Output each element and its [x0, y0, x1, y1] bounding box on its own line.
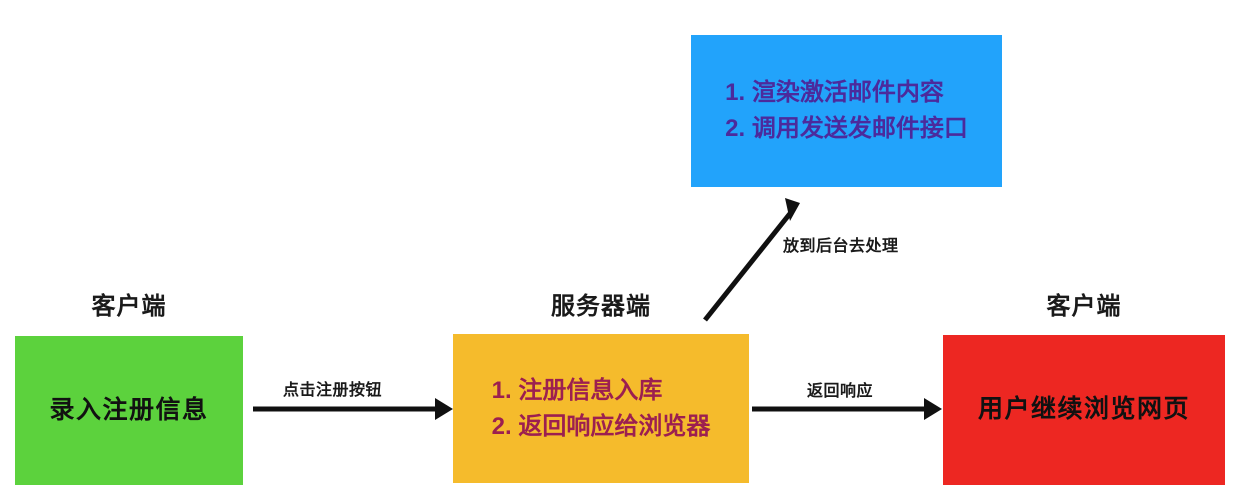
- arrow-click-register-icon: [253, 398, 453, 420]
- node-background-task-line-1: 1. 渲染激活邮件内容: [725, 79, 944, 106]
- node-background-task-lines: 1. 渲染激活邮件内容 2. 调用发送发邮件接口: [725, 75, 968, 147]
- heading-server: 服务器端: [551, 293, 651, 320]
- arrow-return-response-icon: [752, 398, 942, 420]
- node-client-result-label: 用户继续浏览网页: [977, 395, 1190, 424]
- node-background-task: 1. 渲染激活邮件内容 2. 调用发送发邮件接口: [691, 35, 1002, 187]
- edge-label-to-background: 放到后台去处理: [783, 238, 899, 255]
- node-server-process: 1. 注册信息入库 2. 返回响应给浏览器: [453, 334, 749, 483]
- node-client-input: 录入注册信息: [15, 336, 243, 485]
- node-background-task-line-2: 2. 调用发送发邮件接口: [725, 115, 968, 142]
- heading-client-right: 客户端: [1046, 293, 1122, 320]
- node-client-result: 用户继续浏览网页: [943, 335, 1225, 485]
- node-server-process-lines: 1. 注册信息入库 2. 返回响应给浏览器: [492, 373, 711, 445]
- edge-label-return-response: 返回响应: [807, 383, 874, 400]
- heading-client-left: 客户端: [91, 293, 167, 320]
- node-client-input-label: 录入注册信息: [49, 395, 209, 424]
- arrow-to-background-icon: [703, 198, 800, 322]
- node-server-process-line-1: 1. 注册信息入库: [491, 376, 663, 404]
- node-server-process-line-2: 2. 返回响应给浏览器: [491, 412, 711, 440]
- edge-label-click-register: 点击注册按钮: [283, 382, 383, 399]
